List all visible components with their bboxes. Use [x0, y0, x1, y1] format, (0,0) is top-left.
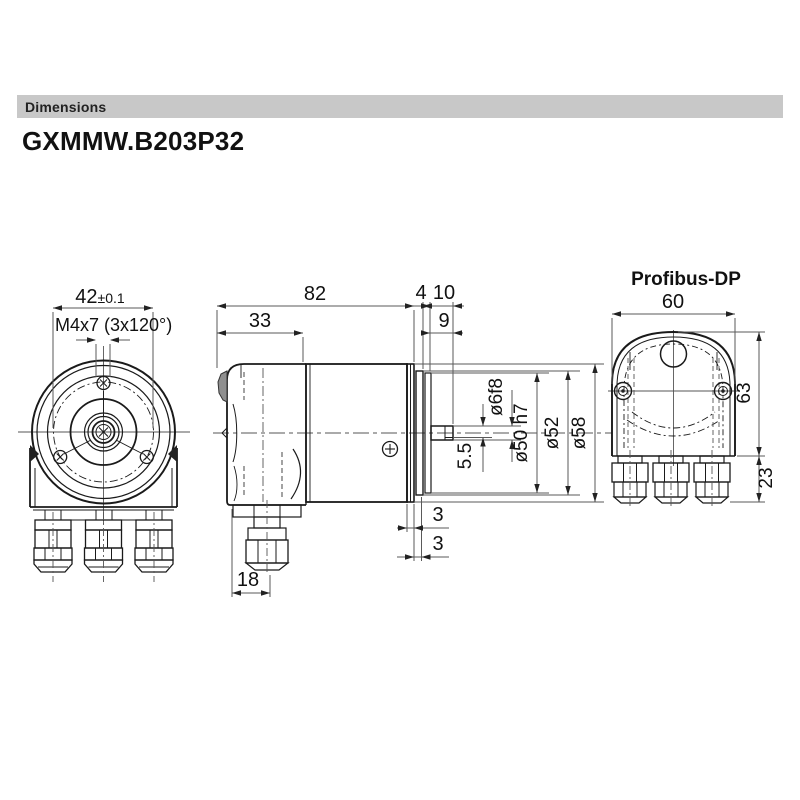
front-view-outline [31, 359, 176, 505]
section-header-bar: Dimensions [17, 95, 783, 118]
front-view-screws [53, 375, 154, 465]
rear-view-title: Profibus-DP [631, 269, 741, 290]
rear-view: Profibus-DP [608, 269, 777, 507]
dim-shaft-flat-label: 5.5 [455, 443, 476, 469]
dim-33-label: 33 [249, 310, 271, 332]
rear-view-screws [613, 381, 733, 401]
side-view: 82 4 10 33 9 [213, 282, 612, 597]
rear-view-dimensions: 60 63 23 [611, 291, 777, 503]
dim-42-label: 42±0.1 [75, 286, 125, 308]
section-header-label: Dimensions [25, 98, 107, 115]
dim-63-label: 63 [734, 382, 755, 403]
dim-shaft-dia-label: ø6f8 [486, 378, 507, 416]
dim-3b-label: 3 [432, 533, 443, 555]
dim-pilot-dia-label: ø50 h7 [511, 403, 532, 462]
front-view: 42±0.1 M4x7 (3x120°) [18, 286, 190, 582]
dim-bolt-circle: 42±0.1 [52, 286, 154, 428]
dim-ring-dia-label: ø52 [542, 417, 563, 450]
product-title: GXMMW.B203P32 [22, 126, 245, 156]
dim-18-label: 18 [237, 569, 259, 591]
dim-m4-label: M4x7 (3x120°) [55, 315, 172, 335]
dim-23-label: 23 [756, 467, 777, 488]
dim-9-label: 9 [438, 310, 449, 332]
dim-4-label: 4 [415, 282, 426, 304]
side-view-flange [406, 363, 454, 503]
dim-body-dia-label: ø58 [569, 417, 590, 450]
dim-60-label: 60 [662, 291, 684, 313]
side-view-bottom-dimensions: 3 3 18 [231, 497, 449, 597]
side-view-cap [217, 363, 311, 506]
side-view-diameter-dimensions: ø6f8 5.5 ø50 h7 ø52 [414, 363, 604, 503]
dim-82-label: 82 [304, 283, 326, 305]
side-view-cable-gland [232, 500, 302, 575]
dim-3a-label: 3 [432, 504, 443, 526]
rear-view-cable-glands [611, 450, 731, 507]
side-view-top-dimensions: 82 4 10 33 9 [216, 282, 464, 424]
front-view-centerlines [18, 346, 190, 524]
front-view-terminal-box [29, 445, 178, 521]
front-view-cable-glands [33, 512, 174, 582]
dim-m4-screws: M4x7 (3x120°) [55, 315, 172, 377]
dim-10-label: 10 [433, 282, 455, 304]
